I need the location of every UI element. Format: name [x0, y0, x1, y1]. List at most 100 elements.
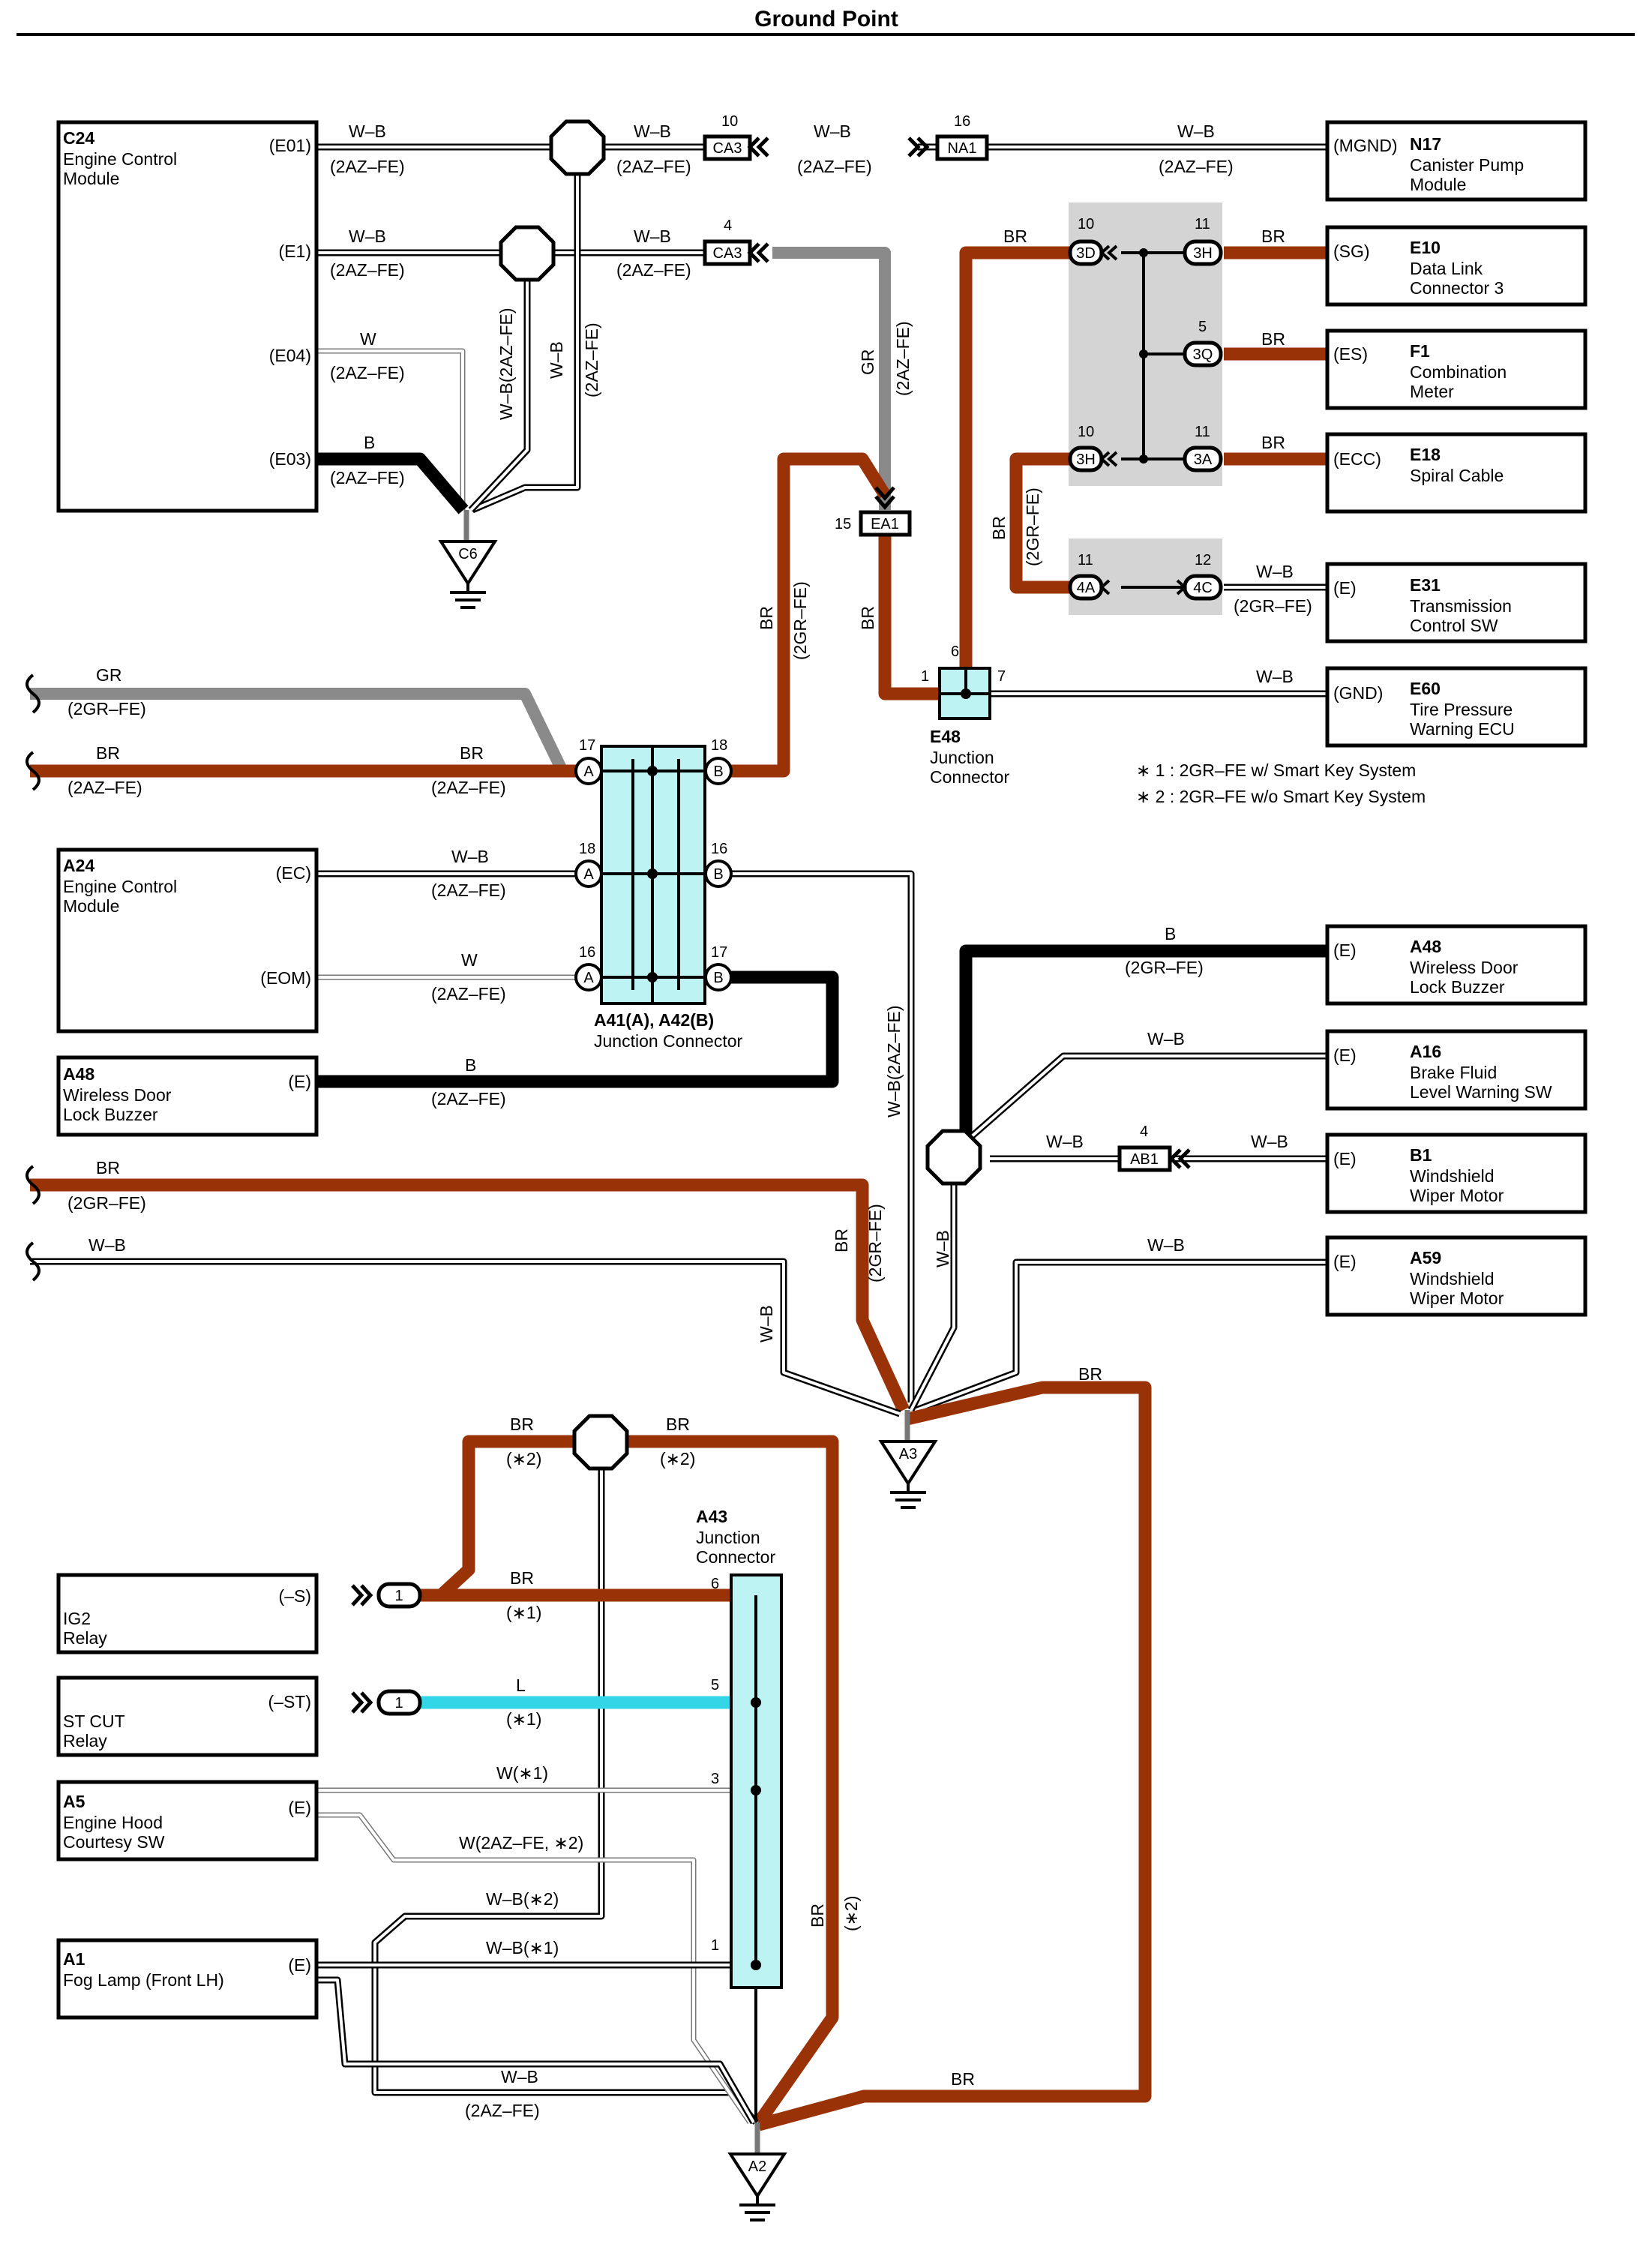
a59-windshield-wiper-motor: (E) A59 Windshield Wiper Motor: [1325, 1235, 1588, 1317]
svg-text:W–B: W–B: [814, 122, 851, 141]
note-star1: ∗ 1 : 2GR–FE w/ Smart Key System: [1136, 760, 1416, 780]
svg-text:BR: BR: [757, 606, 776, 630]
svg-text:BR: BR: [1078, 1364, 1102, 1384]
svg-text:W–B: W–B: [757, 1305, 776, 1342]
svg-text:W: W: [360, 329, 376, 349]
a5-name-2: Courtesy SW: [63, 1832, 165, 1852]
a16-name-1: Brake Fluid: [1410, 1063, 1497, 1082]
e18-name-1: Spiral Cable: [1410, 466, 1504, 485]
svg-text:(2AZ–FE): (2AZ–FE): [1159, 157, 1234, 176]
svg-text:W–B: W–B: [634, 122, 671, 141]
svg-text:(2AZ–FE): (2AZ–FE): [330, 157, 405, 176]
a24-id: A24: [63, 856, 94, 875]
svg-text:BR: BR: [1261, 433, 1285, 452]
svg-text:(2AZ–FE): (2AZ–FE): [431, 984, 506, 1004]
svg-text:W–B(2AZ–FE): W–B(2AZ–FE): [884, 1005, 904, 1118]
e10-id: E10: [1410, 238, 1441, 257]
svg-text:(∗1): (∗1): [506, 1603, 541, 1622]
svg-text:3Q: 3Q: [1193, 346, 1213, 363]
a1-pin: (E): [288, 1955, 311, 1975]
a48-left-wireless-door-lock-buzzer: A48 Wireless Door Lock Buzzer (E): [56, 1055, 319, 1137]
n17-id: N17: [1410, 134, 1441, 154]
a41-pin-a18: A: [583, 866, 594, 883]
a24-name-2: Module: [63, 896, 119, 916]
svg-text:BR: BR: [951, 2069, 975, 2089]
svg-text:BR: BR: [666, 1414, 690, 1434]
svg-text:L: L: [516, 1676, 526, 1695]
svg-text:EA1: EA1: [871, 516, 899, 532]
e10-name-2: Connector 3: [1410, 278, 1504, 298]
b1-id: B1: [1410, 1145, 1432, 1165]
a5-engine-hood-courtesy-sw: A5 Engine Hood Courtesy SW (E): [56, 1780, 319, 1862]
svg-text:A2: A2: [748, 2158, 766, 2175]
a48r-pin: (E): [1333, 940, 1357, 960]
a48r-name-1: Wireless Door: [1410, 958, 1519, 977]
e31-transmission-control-sw: (E) E31 Transmission Control SW: [1325, 562, 1588, 644]
f1-name-2: Meter: [1410, 382, 1454, 401]
svg-text:BR: BR: [858, 606, 877, 630]
e48-name-1: Junction: [930, 748, 994, 767]
svg-text:W–B(∗1): W–B(∗1): [486, 1938, 559, 1958]
a48l-name-1: Wireless Door: [63, 1085, 172, 1105]
svg-text:BR: BR: [510, 1414, 534, 1434]
f1-name-1: Combination: [1410, 362, 1507, 382]
svg-text:(2AZ–FE): (2AZ–FE): [465, 2101, 540, 2120]
svg-text:B: B: [1165, 924, 1176, 944]
a48-right-wireless-door-lock-buzzer: (E) A48 Wireless Door Lock Buzzer: [1325, 924, 1588, 1006]
a16-pin: (E): [1333, 1046, 1357, 1065]
a59-id: A59: [1410, 1248, 1441, 1268]
svg-text:W(∗1): W(∗1): [496, 1763, 548, 1783]
b1-name-2: Wiper Motor: [1410, 1186, 1504, 1205]
svg-text:15: 15: [835, 516, 851, 532]
svg-text:4C: 4C: [1193, 580, 1213, 596]
e10-data-link-connector: (SG) E10 Data Link Connector 3: [1325, 225, 1588, 307]
a59-name-1: Windshield: [1410, 1269, 1495, 1288]
splice-e1: [499, 225, 556, 282]
svg-text:(2AZ–FE): (2AZ–FE): [330, 260, 405, 280]
a1-name-1: Fog Lamp (Front LH): [63, 1970, 224, 1990]
svg-text:(2GR–FE): (2GR–FE): [1234, 596, 1312, 616]
c24-pin-e1: (E1): [279, 242, 311, 261]
svg-text:5: 5: [1198, 319, 1207, 335]
a42-pin-b16: B: [713, 866, 723, 883]
e10-pin: (SG): [1333, 242, 1370, 261]
a24-pin-eom: (EOM): [260, 968, 311, 988]
svg-text:10: 10: [1078, 424, 1094, 440]
svg-text:(2AZ–FE): (2AZ–FE): [797, 157, 872, 176]
a16-id: A16: [1410, 1042, 1441, 1061]
svg-text:BR: BR: [832, 1228, 851, 1252]
svg-text:(∗1): (∗1): [506, 1709, 541, 1729]
svg-text:A3: A3: [899, 1446, 917, 1462]
a24-ecm: A24 Engine Control Module (EC) (EOM): [56, 848, 319, 1034]
svg-text:(∗2): (∗2): [660, 1449, 695, 1468]
svg-text:(2AZ–FE): (2AZ–FE): [431, 1089, 506, 1108]
connector-ea1-15: EA1 15: [835, 486, 912, 537]
e60-name-2: Warning ECU: [1410, 719, 1515, 739]
a42-pinnum-16: 16: [711, 841, 727, 857]
a59-name-2: Wiper Motor: [1410, 1288, 1504, 1308]
a42-pin-b17: B: [713, 970, 723, 986]
n17-name-2: Module: [1410, 175, 1466, 194]
svg-text:(2AZ–FE): (2AZ–FE): [616, 260, 691, 280]
svg-text:NA1: NA1: [948, 140, 977, 157]
svg-text:(2GR–FE): (2GR–FE): [1125, 958, 1204, 977]
svg-text:4A: 4A: [1077, 580, 1096, 596]
a16-brake-fluid-level-warning-sw: (E) A16 Brake Fluid Level Warning SW: [1325, 1029, 1588, 1111]
e60-name-1: Tire Pressure: [1410, 700, 1513, 719]
svg-text:W–B: W–B: [1046, 1132, 1084, 1151]
plug-connector-ig2: 1: [351, 1582, 422, 1609]
a24-name-1: Engine Control: [63, 877, 177, 896]
svg-text:B: B: [364, 433, 375, 452]
stcut-name-2: Relay: [63, 1731, 107, 1750]
svg-text:(2GR–FE): (2GR–FE): [67, 1193, 146, 1213]
a43-name-1: Junction: [696, 1528, 760, 1547]
e48-id: E48: [930, 727, 961, 746]
e48-pin1: 1: [921, 668, 929, 685]
a1-fog-lamp-front-lh: A1 Fog Lamp (Front LH) (E): [56, 1938, 319, 2020]
a43-pin5: 5: [711, 1677, 719, 1694]
n17-name-1: Canister Pump: [1410, 155, 1524, 175]
svg-text:BR: BR: [510, 1568, 534, 1588]
svg-text:3D: 3D: [1076, 245, 1096, 262]
e31-name-2: Control SW: [1410, 616, 1498, 635]
ig2-relay: IG2 Relay (–S): [56, 1573, 319, 1654]
